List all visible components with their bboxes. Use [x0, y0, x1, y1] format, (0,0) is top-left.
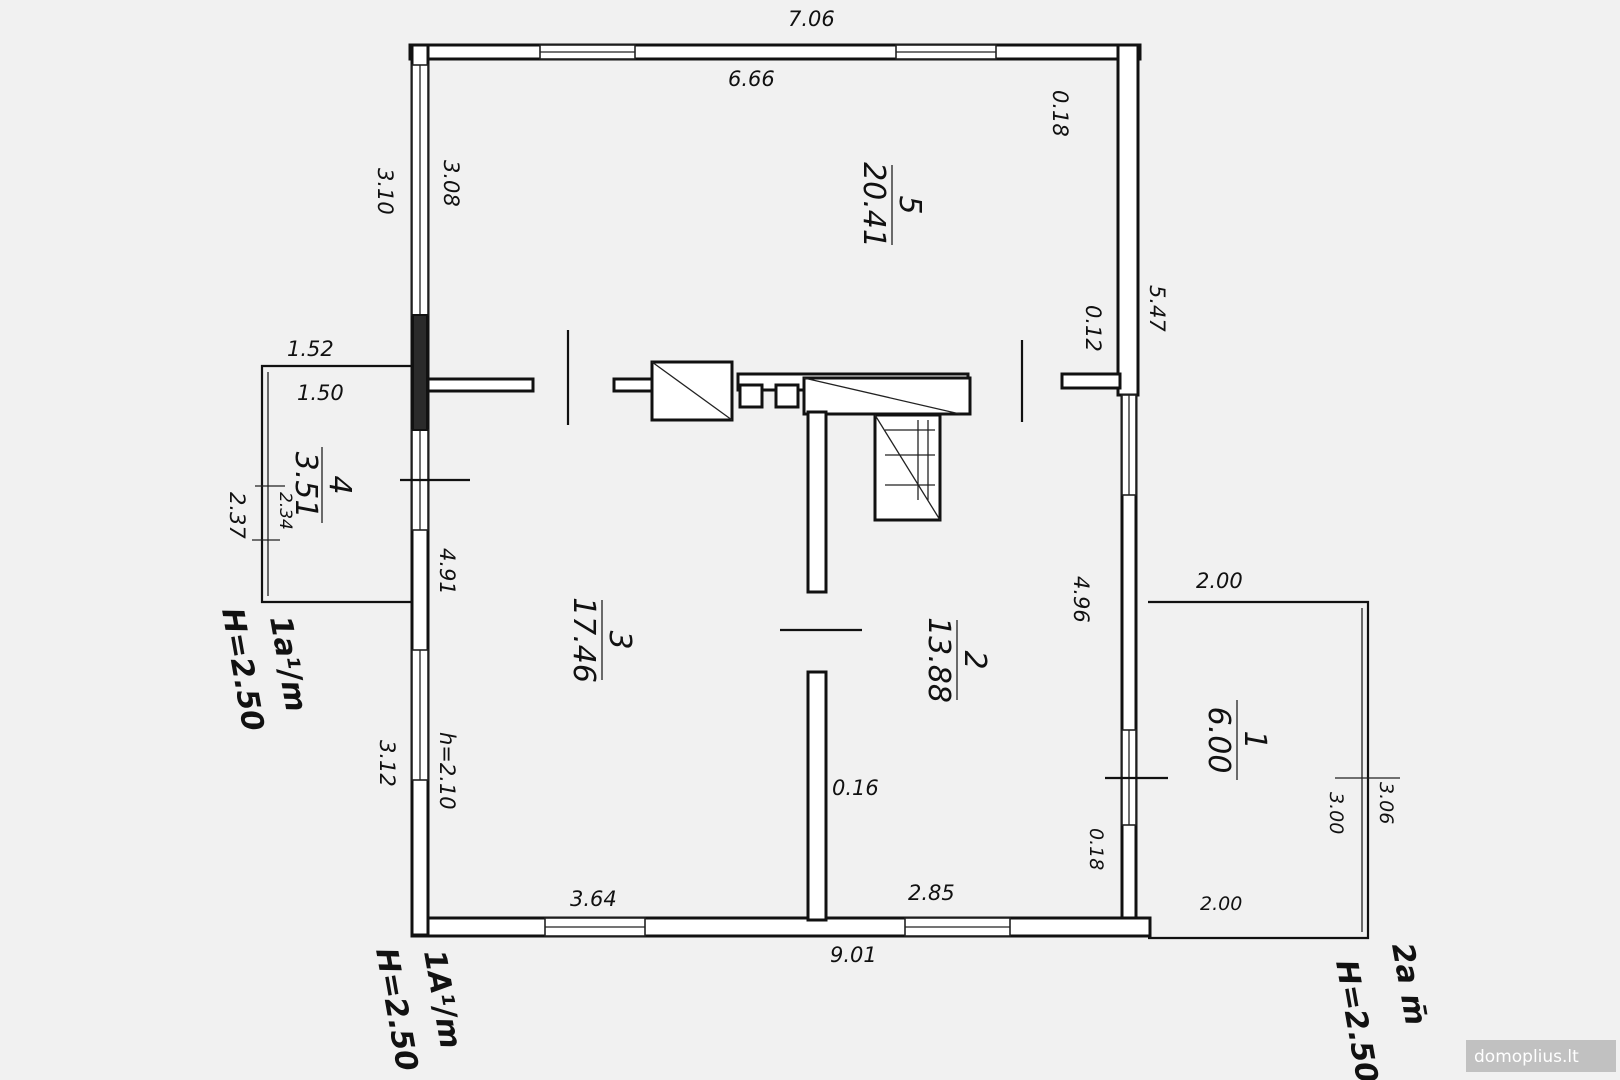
porch-outline [260, 364, 412, 604]
veranda-label: 2a m̄ [1384, 940, 1433, 1028]
dim-right-inner-lower: 4.96 [1069, 576, 1093, 623]
room-5-area: 20.41 [856, 162, 891, 248]
dim-left-outer-upper: 3.10 [373, 168, 397, 215]
stove-burner-1 [738, 383, 764, 409]
veranda [1148, 600, 1400, 940]
veranda-outline [1148, 600, 1370, 940]
watermark-text: domoplius.lt [1474, 1047, 1579, 1067]
dim-veranda-top: 2.00 [1196, 569, 1243, 593]
partition-end [1060, 372, 1122, 390]
dim-top-outer: 7.06 [788, 7, 835, 31]
room-2-number: 2 [957, 650, 992, 669]
dim-inner-wall-016: 0.16 [832, 776, 879, 800]
room-1-area: 6.00 [1201, 707, 1236, 774]
dim-window-height: h=2.10 [435, 732, 459, 810]
dim-wall-012: 0.12 [1081, 305, 1105, 352]
room-5-number: 5 [892, 195, 927, 214]
room-2-area: 13.88 [921, 617, 956, 703]
top-wall [408, 43, 1142, 61]
room-3-number: 3 [602, 630, 637, 649]
room-3-area: 17.46 [566, 597, 601, 683]
partition-left [426, 377, 535, 393]
left-wall-pier [412, 314, 428, 431]
dim-porch-outer-width: 1.52 [287, 337, 334, 361]
dim-left-outer-lower: 3.12 [375, 740, 399, 787]
porch-height: H=2.50 [214, 605, 270, 733]
dim-top-inner: 6.66 [728, 67, 775, 91]
dim-bottom-outer: 9.01 [830, 943, 877, 967]
right-wall-upper [1116, 43, 1140, 397]
dim-wall-018-top: 0.18 [1048, 90, 1072, 137]
veranda-height: H=2.50 [1328, 957, 1384, 1080]
main-label: 1A¹/m [416, 947, 468, 1051]
stove-burner-2 [774, 383, 800, 409]
interior-walls [400, 330, 1168, 922]
dim-porch-outer-len: 2.37 [225, 492, 249, 539]
dim-porch-inner-len: 2.34 [275, 492, 295, 530]
room-4-area: 3.51 [288, 452, 323, 519]
dim-veranda-bottom: 2.00 [1200, 893, 1242, 915]
partition-mid [612, 377, 656, 393]
dim-veranda-outer-len: 3.06 [1375, 782, 1397, 824]
dim-right-outer-upper: 5.47 [1145, 285, 1169, 332]
dim-left-inner-upper: 3.08 [439, 160, 463, 207]
dim-bottom-left-inner: 3.64 [570, 887, 617, 911]
dimension-labels: 7.06 6.66 0.18 0.12 3.10 3.08 5.47 1.52 … [225, 7, 1397, 967]
watermark: domoplius.lt [1466, 1040, 1616, 1072]
dim-bottom-right-inner: 2.85 [908, 881, 955, 905]
room-labels: 5 20.41 4 3.51 3 17.46 2 13.88 1 6.00 [288, 162, 1272, 780]
wall-3-2-lower [806, 670, 828, 922]
porch [252, 364, 412, 604]
dim-veranda-inner-len: 3.00 [1325, 792, 1347, 834]
wall-3-2-upper [806, 410, 828, 594]
main-height: H=2.50 [368, 945, 424, 1073]
room-1-number: 1 [1237, 730, 1272, 749]
dim-porch-inner-width: 1.50 [297, 381, 344, 405]
bottom-wall [410, 916, 1152, 938]
dim-left-inner-lower: 4.91 [435, 548, 459, 595]
room-4-number: 4 [322, 475, 357, 494]
porch-label: 1a¹/m [262, 613, 313, 714]
outer-walls [408, 43, 1152, 938]
dim-wall-018-bottom: 0.18 [1085, 828, 1107, 870]
